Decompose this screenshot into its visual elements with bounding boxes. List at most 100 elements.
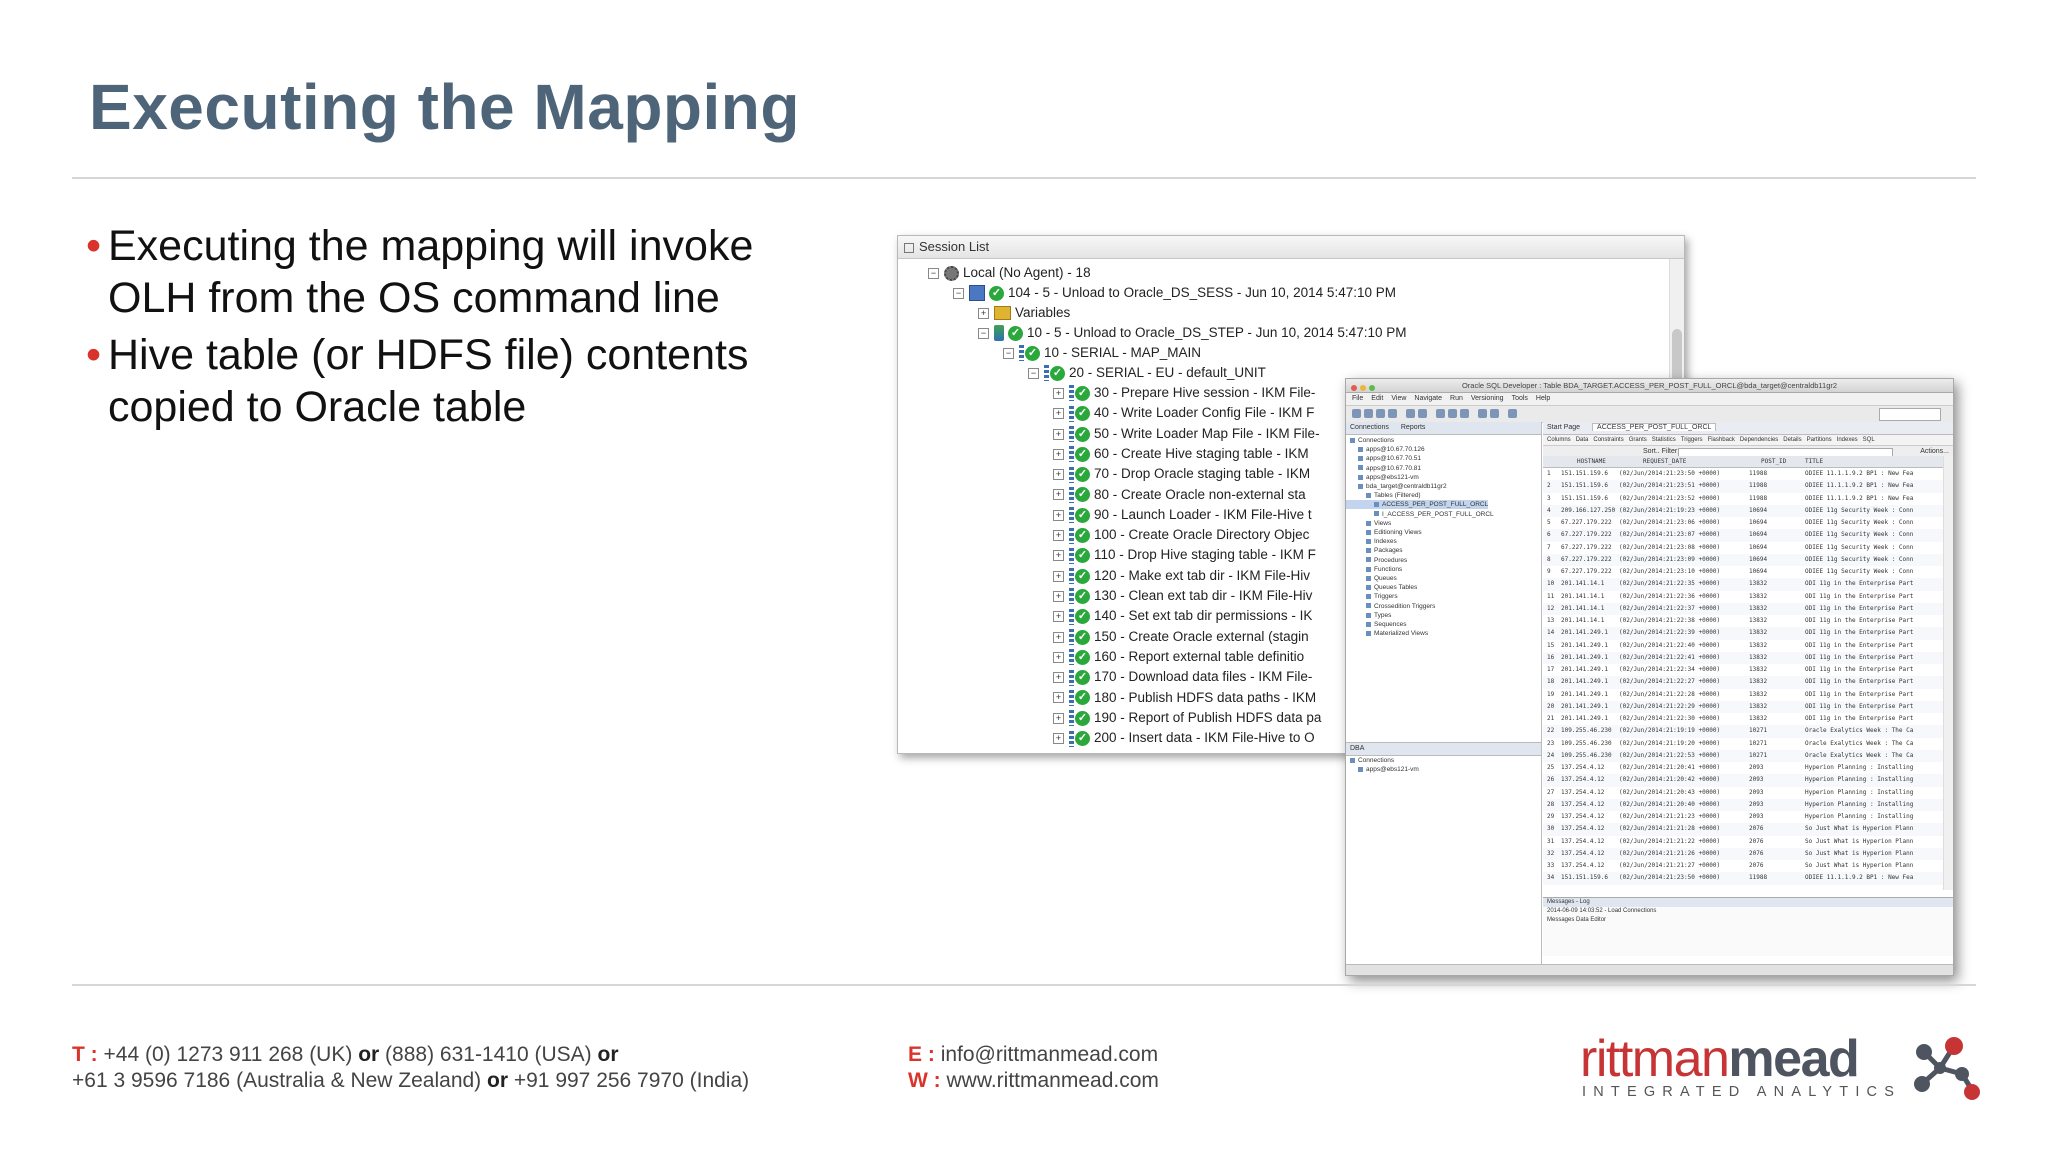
connection-tree-item[interactable]: Procedures [1346,556,1407,565]
connection-tree-item[interactable]: I_ACCESS_PER_POST_FULL_ORCL [1346,510,1494,519]
expand-icon[interactable]: + [1053,509,1064,521]
sub-tab[interactable]: Constraints [1593,437,1624,443]
connection-tree-item[interactable]: Packages [1346,546,1403,555]
expand-icon[interactable]: + [1053,408,1064,420]
expand-icon[interactable]: + [1053,489,1064,501]
tree-row-task[interactable]: +✓50 - Write Loader Map File - IKM File- [1053,424,1320,444]
menu-item[interactable]: Tools [1511,395,1528,402]
collapse-icon[interactable]: − [928,267,939,279]
expand-icon[interactable]: + [1053,387,1064,399]
actions-menu[interactable]: Actions... [1920,448,1949,455]
tree-row-task[interactable]: +✓200 - Insert data - IKM File-Hive to O [1053,728,1315,748]
menu-item[interactable]: File [1352,395,1364,402]
collapse-icon[interactable]: − [953,287,964,299]
minimize-icon[interactable] [904,242,914,253]
tree-row-task[interactable]: +✓190 - Report of Publish HDFS data pa [1053,708,1321,728]
expand-icon[interactable]: + [1053,692,1064,704]
connection-tree-item[interactable]: apps@10.67.70.126 [1346,445,1425,454]
connection-tree-item[interactable]: apps@10.67.70.81 [1346,464,1421,473]
expand-icon[interactable]: + [1053,550,1064,562]
open-icon[interactable] [1364,409,1373,418]
toolbar-search-input[interactable] [1879,408,1941,421]
tree-row-task[interactable]: +✓60 - Create Hive staging table - IKM [1053,444,1309,464]
connection-tree-item[interactable]: apps@ebs121-vm [1346,473,1419,482]
expand-icon[interactable]: + [1053,530,1064,542]
menu-item[interactable]: Run [1450,395,1463,402]
expand-icon[interactable]: + [1053,712,1064,724]
menu-item[interactable]: Help [1535,395,1551,402]
messages-tabs[interactable]: Messages Data Editor [1547,917,1607,923]
expand-icon[interactable]: + [1053,428,1064,440]
expand-icon[interactable]: + [1053,448,1064,460]
menu-item[interactable]: Navigate [1414,395,1443,402]
expand-icon[interactable]: + [1053,651,1064,663]
connection-tree-item[interactable]: Sequences [1346,620,1407,629]
dba-tree-item[interactable]: apps@ebs121-vm [1346,765,1419,774]
expand-icon[interactable]: + [1053,611,1064,623]
tree-row-task[interactable]: +✓40 - Write Loader Config File - IKM F [1053,403,1314,423]
save-icon[interactable] [1376,409,1385,418]
expand-icon[interactable]: + [1053,590,1064,602]
connection-tree-item[interactable]: apps@10.67.70.51 [1346,454,1421,463]
connection-tree-item[interactable]: Connections [1346,436,1394,445]
tree-row-map-main[interactable]: −✓10 - SERIAL - MAP_MAIN [1003,343,1201,363]
undo-icon[interactable] [1406,409,1415,418]
column-header[interactable]: REQUEST_DATE [1643,458,1687,465]
connection-tree-item[interactable]: Indexes [1346,537,1397,546]
sub-tab[interactable]: SQL [1862,437,1875,443]
tree-row-task[interactable]: +✓180 - Publish HDFS data paths - IKM [1053,688,1316,708]
sub-tab[interactable]: Partitions [1806,437,1832,443]
collapse-icon[interactable]: − [1003,347,1014,359]
connection-tree-item[interactable]: Queues [1346,574,1397,583]
connection-tree-item[interactable]: Queues Tables [1346,583,1417,592]
menu-item[interactable]: Versioning [1470,395,1504,402]
cut-icon[interactable] [1436,409,1445,418]
sub-tab[interactable]: Columns [1547,437,1571,443]
window-controls[interactable] [1351,382,1378,395]
forward-icon[interactable] [1490,409,1499,418]
redo-icon[interactable] [1418,409,1427,418]
collapse-icon[interactable]: − [978,327,989,339]
expand-icon[interactable]: + [978,307,989,319]
column-header[interactable]: TITLE [1805,458,1824,465]
sub-tab[interactable]: Grants [1628,437,1647,443]
tree-row-step[interactable]: −✓10 - 5 - Unload to Oracle_DS_STEP - Ju… [978,323,1406,343]
tree-row-task[interactable]: +✓80 - Create Oracle non-external sta [1053,485,1306,505]
paste-icon[interactable] [1460,409,1469,418]
sub-tab[interactable]: Details [1783,437,1802,443]
copy-icon[interactable] [1448,409,1457,418]
expand-icon[interactable]: + [1053,733,1064,745]
email-link[interactable]: info@rittmanmead.com [940,1043,1159,1066]
tab-start-page[interactable]: Start Page [1547,424,1581,431]
connection-tree-item[interactable]: ACCESS_PER_POST_FULL_ORCL [1346,500,1489,510]
sub-tab[interactable]: Dependencies [1739,437,1779,443]
connection-tree-item[interactable]: bda_target@centraldb11gr2 [1346,482,1447,491]
tree-row-task[interactable]: +✓150 - Create Oracle external (stagin [1053,627,1309,647]
